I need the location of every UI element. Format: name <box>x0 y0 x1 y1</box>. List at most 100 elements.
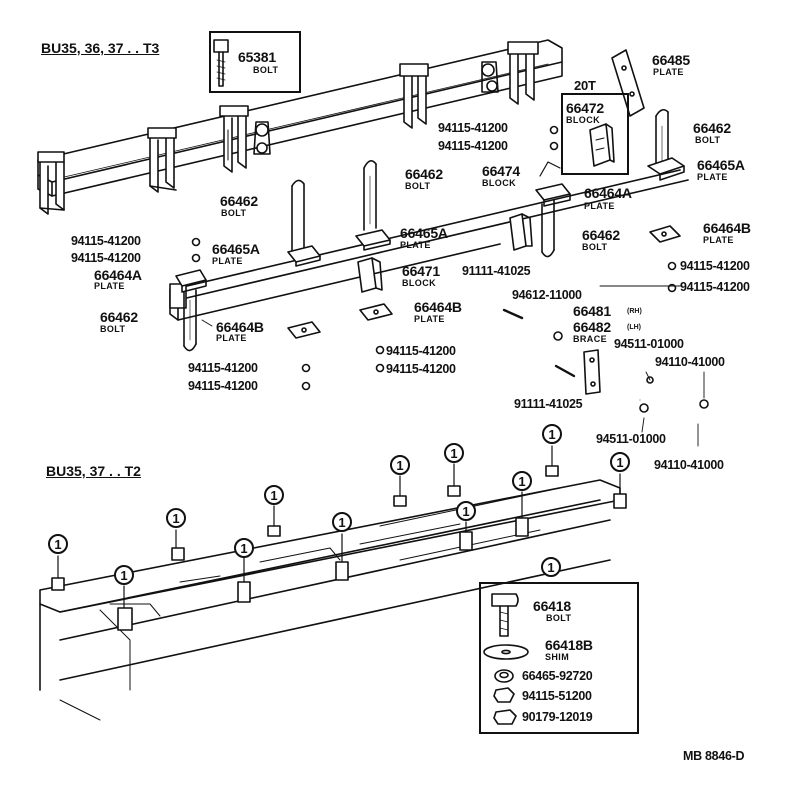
part-number: 94115-41200 <box>438 139 508 153</box>
part-number: 90179-12019 <box>522 710 593 724</box>
plate-66465a-center <box>355 229 391 251</box>
section-header-t2: BU35, 37 . . T2 <box>46 463 141 479</box>
u-bolt-upper-left <box>291 179 305 251</box>
plate-66464b-center <box>359 303 393 321</box>
part-number: 94115-51200 <box>522 689 592 703</box>
legend-box <box>479 582 639 734</box>
part-number: 91111-41025 <box>462 264 531 278</box>
t3-spring-hanger <box>37 151 65 215</box>
part-66472-block-drawing <box>589 123 615 167</box>
u-bolt-right-middle <box>541 199 555 258</box>
part-number: 66471 <box>402 263 440 279</box>
leader-lines <box>201 285 705 447</box>
part-number: 94115-41200 <box>680 259 750 273</box>
callout-marker: 1 <box>234 538 254 558</box>
part-description: BOLT <box>253 65 279 75</box>
legend-washer <box>494 669 514 683</box>
brace-66481 <box>583 349 601 395</box>
part-number: 66482 <box>573 319 611 335</box>
part-number: 66464B <box>216 319 264 335</box>
part-65381-box <box>209 31 301 93</box>
part-number: 94110-41000 <box>654 458 724 472</box>
block-66471 <box>357 257 383 293</box>
part-description: PLATE <box>697 172 728 182</box>
callout-marker: 1 <box>166 508 186 528</box>
callout-marker: 1 <box>114 565 134 585</box>
part-number: 66464A <box>94 267 142 283</box>
t3-spring-hanger <box>399 63 429 129</box>
part-number: 66462 <box>693 120 731 136</box>
callout-marker: 1 <box>48 534 68 554</box>
part-number: 66464B <box>703 220 751 236</box>
hex-nuts <box>191 125 709 413</box>
part-number: 66464A <box>584 185 632 201</box>
part-description: PLATE <box>400 240 431 250</box>
callout-marker: 1 <box>264 485 284 505</box>
part-description: BOLT <box>695 135 721 145</box>
part-number: 94115-41200 <box>71 251 141 265</box>
t3-spring-hanger <box>147 127 177 193</box>
part-description: PLATE <box>703 235 734 245</box>
part-number: 94115-41200 <box>386 362 456 376</box>
part-description: BLOCK <box>482 178 516 188</box>
part-number: 66472 <box>566 100 604 116</box>
part-description: BOLT <box>582 242 608 252</box>
part-number: 66465-92720 <box>522 669 593 683</box>
part-66472-box <box>561 93 629 175</box>
plate-66464b-right <box>649 225 681 243</box>
diagram-code: MB 8846-D <box>683 749 745 763</box>
part-number: 66418B <box>545 637 593 653</box>
part-description: PLATE <box>653 67 684 77</box>
part-number: 66474 <box>482 163 520 179</box>
part-number: 91111-41025 <box>514 397 583 411</box>
part-66485-plate-drawing <box>611 49 645 117</box>
part-description: BRACE <box>573 334 608 344</box>
part-number: 94115-41200 <box>71 234 141 248</box>
callout-marker: 1 <box>542 424 562 444</box>
block-66474 <box>509 213 533 251</box>
plate-66465a-right <box>647 157 685 181</box>
part-number: 94511-01000 <box>596 432 666 446</box>
part-description: PLATE <box>94 281 125 291</box>
part-description: PLATE <box>216 333 247 343</box>
part-description: PLATE <box>212 256 243 266</box>
part-description: SHIM <box>545 652 570 662</box>
part-number: 94115-41200 <box>680 280 750 294</box>
legend-66418b-shim <box>483 644 529 660</box>
t2-brackets <box>51 465 627 631</box>
callout-marker: 1 <box>456 501 476 521</box>
u-bolt-right-top <box>655 108 669 171</box>
part-description: BOLT <box>100 324 126 334</box>
part-description: BLOCK <box>402 278 436 288</box>
part-number: 65381 <box>238 49 276 65</box>
part-number: 66464B <box>414 299 462 315</box>
callout-marker: 1 <box>444 443 464 463</box>
part-number: 66462 <box>100 309 138 325</box>
legend-callout-marker: 1 <box>541 557 561 577</box>
part-number: 66485 <box>652 52 690 68</box>
part-number: 66462 <box>582 227 620 243</box>
part-description: PLATE <box>414 314 445 324</box>
shackle-bracket <box>253 61 499 155</box>
callout-marker: 1 <box>332 512 352 532</box>
part-number: 66462 <box>220 193 258 209</box>
plate-66464a-left <box>175 269 207 293</box>
u-bolt-lower-left <box>183 289 197 352</box>
part-suffix: (RH) <box>627 308 642 315</box>
part-number: 66465A <box>212 241 260 257</box>
part-suffix: (LH) <box>627 324 641 331</box>
callout-marker: 1 <box>390 455 410 475</box>
part-number: 94115-41200 <box>188 361 258 375</box>
section-label-20t: 20T <box>574 78 596 93</box>
legend-nut <box>493 687 517 725</box>
u-bolt-center <box>363 160 377 231</box>
part-number: 94115-41200 <box>188 379 258 393</box>
part-65381-bolt-drawing <box>213 39 229 87</box>
plate-66464b-left <box>287 321 321 339</box>
part-number: 66462 <box>405 166 443 182</box>
part-number: 94115-41200 <box>438 121 508 135</box>
part-description: BOLT <box>405 181 431 191</box>
part-description: BOLT <box>546 613 572 623</box>
part-description: BOLT <box>221 208 247 218</box>
